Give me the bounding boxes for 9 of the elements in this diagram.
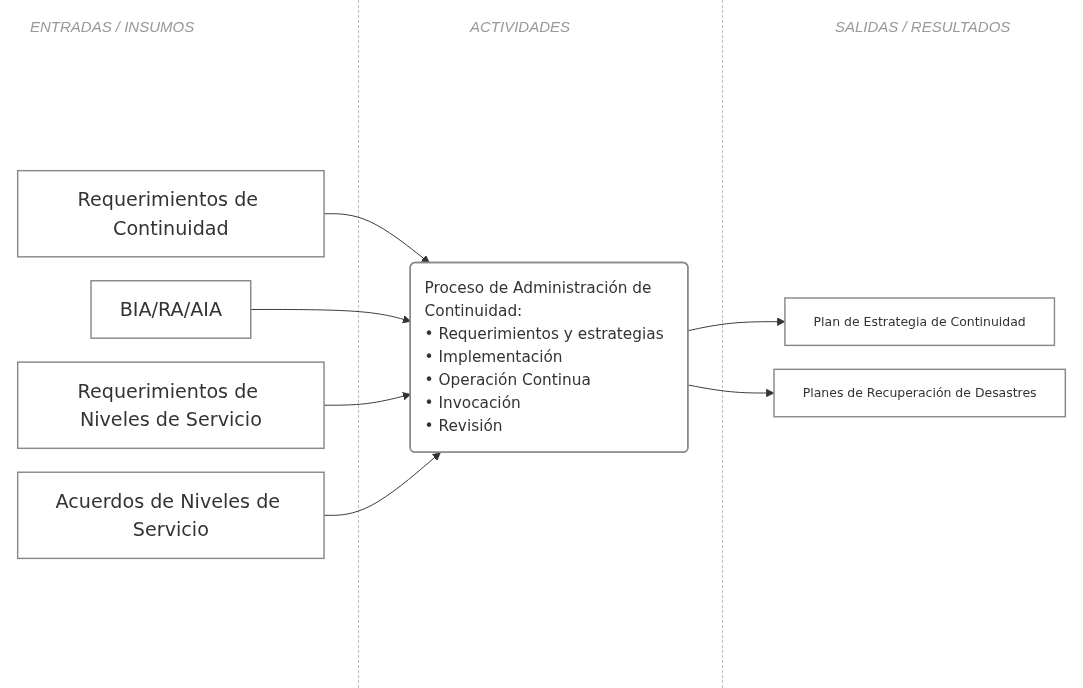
node-box: Requerimientos de Continuidad bbox=[16, 170, 325, 258]
node-box: Acuerdos de Niveles de Servicio bbox=[16, 472, 325, 560]
column-heading: ENTRADAS / INSUMOS bbox=[30, 18, 195, 35]
node-box: Planes de Recuperación de Desastres bbox=[773, 369, 1067, 418]
node-box: Requerimientos de Niveles de Servicio bbox=[16, 361, 325, 450]
node-box: BIA/RA/AIA bbox=[90, 280, 252, 340]
node-box: Plan de Estrategia de Continuidad bbox=[784, 297, 1056, 347]
column-heading: ACTIVIDADES bbox=[470, 18, 571, 35]
column-heading: SALIDAS / RESULTADOS bbox=[835, 18, 1011, 35]
